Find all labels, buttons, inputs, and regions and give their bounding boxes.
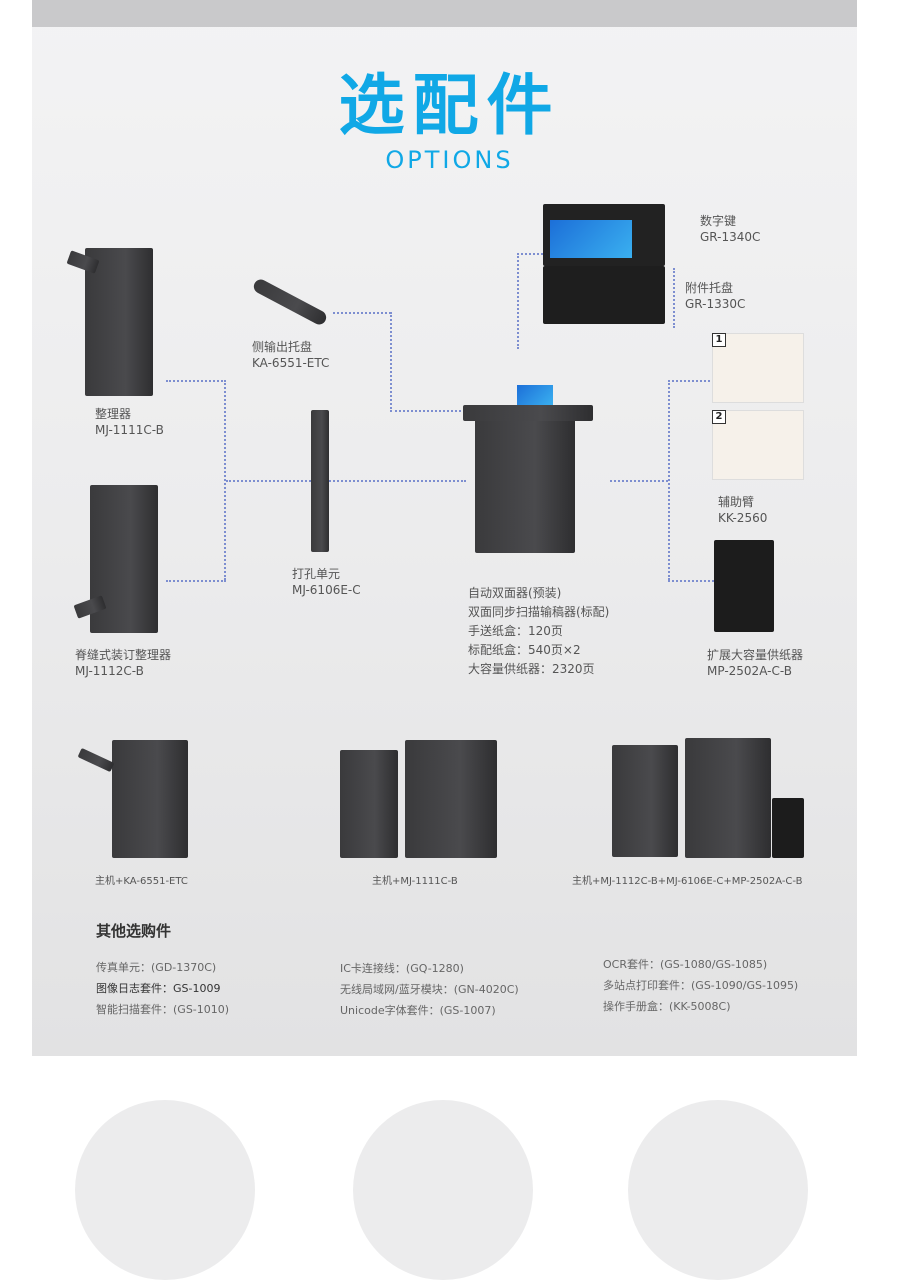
main-printer-top: [463, 405, 593, 421]
connector: [226, 480, 466, 482]
config-2-finisher: [340, 750, 398, 858]
connector: [166, 380, 226, 382]
arm-step-1-image: [712, 333, 804, 403]
step-2-badge: 2: [712, 410, 726, 424]
config-2-label: 主机+MJ-1111C-B: [372, 876, 458, 887]
connector: [610, 480, 668, 482]
config-3-label: 主机+MJ-1112C-B+MJ-6106E-C+MP-2502A-C-B: [572, 876, 803, 887]
bottom-circle-3: [628, 1100, 808, 1280]
config-1-image: [112, 740, 188, 858]
lcf-image: [714, 540, 774, 632]
arm-step-2-image: [712, 410, 804, 480]
bottom-circle-2: [353, 1100, 533, 1280]
connector: [673, 268, 675, 328]
connector: [166, 580, 226, 582]
step-1-badge: 1: [712, 333, 726, 347]
other-options-col-2: IC卡连接线：(GQ-1280)无线局域网/蓝牙模块：(GN-4020C)Uni…: [340, 962, 519, 1017]
options-panel: [32, 0, 857, 1056]
finisher-image: [85, 248, 153, 396]
config-3-finisher: [612, 745, 678, 857]
config-2-image: [405, 740, 497, 858]
config-1-label: 主机+KA-6551-ETC: [95, 876, 188, 887]
connector: [333, 312, 391, 314]
connector: [224, 380, 226, 580]
connector: [390, 410, 465, 412]
connector: [668, 380, 710, 382]
connector: [668, 380, 670, 580]
top-band: [32, 0, 857, 27]
other-options-col-3: OCR套件：(GS-1080/GS-1085)多站点打印套件：(GS-1090/…: [603, 958, 799, 1013]
config-3-image: [685, 738, 771, 858]
main-specs: 自动双面器(预装)双面同步扫描输稿器(标配)手送纸盒：120页标配纸盒：540页…: [468, 586, 610, 676]
page-subtitle: OPTIONS: [385, 146, 514, 174]
bottom-circle-1: [75, 1100, 255, 1280]
saddle-finisher-image: [90, 485, 158, 633]
connector: [517, 253, 519, 349]
connector: [517, 253, 543, 255]
main-printer-image: [475, 415, 575, 553]
control-screen: [550, 220, 632, 258]
punch-unit-image: [311, 410, 329, 552]
connector: [668, 580, 714, 582]
main-printer-screen: [517, 385, 553, 405]
connector: [390, 312, 392, 412]
attachment-tray-image: [543, 266, 665, 324]
other-options-heading: 其他选购件: [96, 922, 172, 940]
config-3-lcf: [772, 798, 804, 858]
page-title: 选配件: [338, 67, 561, 144]
